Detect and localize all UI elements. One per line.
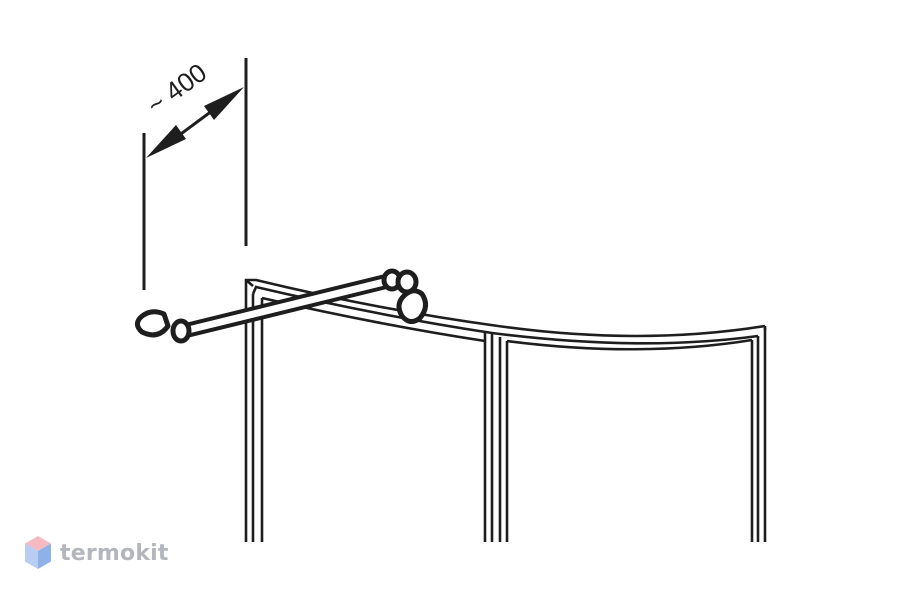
hexagon-cube-icon <box>25 536 51 569</box>
frame-top-right-panel <box>491 324 767 351</box>
dimension-label: ~ 400 <box>141 57 212 120</box>
frame-post-right <box>750 328 767 542</box>
frame-clamp <box>396 288 428 324</box>
frame-post-left <box>244 286 264 542</box>
frame-post-middle <box>483 331 509 542</box>
wall-bracket-left <box>134 309 171 338</box>
watermark-brand-text: termokit <box>60 540 169 566</box>
enclosure-frame <box>244 278 767 542</box>
watermark: termokit <box>24 535 169 571</box>
frame-top-left-panel <box>244 278 499 343</box>
ceiling-support-rod <box>134 268 428 344</box>
dimension-arrow <box>146 87 244 158</box>
rod-end-cap-left <box>170 318 192 344</box>
